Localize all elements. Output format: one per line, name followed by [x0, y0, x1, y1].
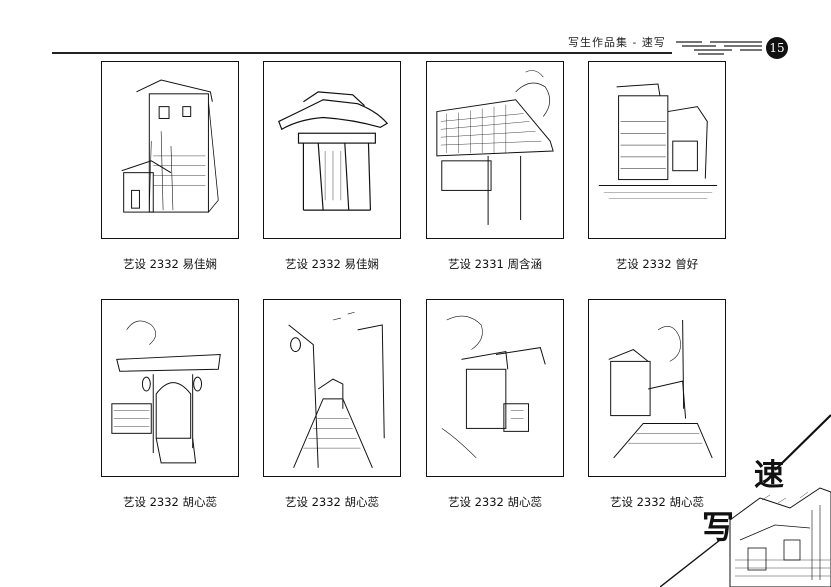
caption-7: 艺设 2332 胡心蕊 — [447, 495, 543, 509]
sketch-pavilion-icon — [278, 91, 389, 211]
sketch-house-tower-icon — [121, 79, 219, 213]
sketch-roof-corner-icon — [436, 70, 554, 225]
sketch-frame-5 — [101, 299, 239, 477]
caption-4: 艺设 2332 曾好 — [615, 257, 699, 271]
sketch-frame-4 — [588, 61, 726, 239]
sketch-frame-1 — [101, 61, 239, 239]
sketch-frame-2 — [263, 61, 401, 239]
sketch-frame-8 — [588, 299, 726, 477]
sketch-riverside-houses-icon — [598, 83, 718, 199]
caption-3: 艺设 2331 周含涵 — [447, 257, 543, 271]
corner-char-xie: 写 — [702, 508, 735, 546]
header-ornament-icon — [676, 41, 762, 55]
sketch-stone-alley-icon — [288, 311, 385, 469]
corner-village-sketch-icon — [660, 414, 831, 587]
sketch-gate-tree-icon — [111, 320, 221, 464]
caption-1: 艺设 2332 易佳娴 — [122, 257, 218, 271]
sketch-frame-6 — [263, 299, 401, 477]
caption-8: 艺设 2332 胡心蕊 — [609, 495, 705, 509]
header-divider — [52, 52, 672, 54]
caption-2: 艺设 2332 易佳娴 — [284, 257, 380, 271]
page-number-badge: 15 — [766, 37, 788, 59]
caption-6: 艺设 2332 胡心蕊 — [284, 495, 380, 509]
corner-char-su: 速 — [754, 458, 784, 493]
caption-5: 艺设 2332 胡心蕊 — [122, 495, 218, 509]
sketch-lane-houses-icon — [608, 319, 713, 459]
sketch-frame-7 — [426, 299, 564, 477]
sketch-frame-3 — [426, 61, 564, 239]
sketch-street-signboard-icon — [441, 315, 546, 459]
page-title: 写生作品集 - 速写 — [568, 36, 666, 49]
